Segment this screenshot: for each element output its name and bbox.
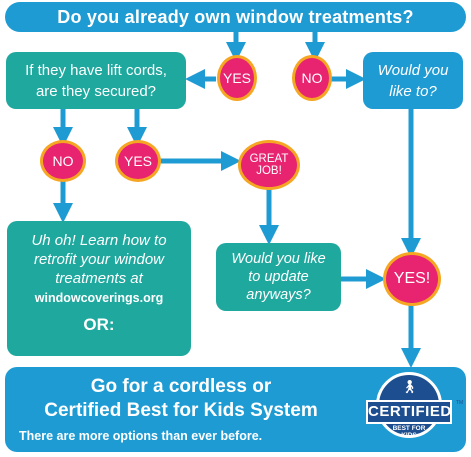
- lift-no-pill: NO: [40, 140, 86, 182]
- top-yes-pill: YES: [217, 55, 257, 101]
- badge-sub-line-2: KIDS: [401, 432, 417, 439]
- final-yes-label: YES!: [393, 269, 431, 287]
- lift-yes-label: YES: [123, 152, 152, 169]
- uh-oh-line-1: Uh oh! Learn how to: [31, 232, 167, 249]
- update-anyways-box: Would you like to update anyways?: [216, 243, 341, 311]
- uh-oh-line-3: treatments at: [55, 270, 143, 287]
- great-job-pill: GREAT JOB!: [238, 140, 300, 190]
- certified-badge: 🚶︎ CERTIFIED BEST FOR KIDS: [366, 372, 452, 452]
- would-you-like-box: Would you like to?: [363, 52, 463, 109]
- family-icon: 🚶︎: [401, 379, 418, 394]
- uh-oh-message: Uh oh! Learn how to retrofit your window…: [31, 231, 166, 288]
- certified-label: CERTIFIED: [366, 400, 452, 424]
- top-yes-label: YES: [222, 69, 251, 86]
- trademark-mark: TM: [456, 400, 464, 406]
- cordless-callout: Go for a cordless or Certified Best for …: [5, 367, 466, 452]
- question-text: Do you already own window treatments?: [57, 6, 414, 27]
- top-no-label: NO: [301, 69, 323, 86]
- lift-cords-box: If they have lift cords, are they secure…: [6, 52, 186, 109]
- great-job-line-1: GREAT: [249, 152, 289, 165]
- would-like-line-2: like to?: [389, 82, 437, 100]
- lift-yes-pill: YES: [115, 140, 161, 182]
- website-link[interactable]: windowcoverings.org: [34, 291, 164, 305]
- lift-cords-line-1: If they have lift cords,: [25, 61, 167, 79]
- lift-no-label: NO: [52, 152, 74, 169]
- final-yes-pill: YES!: [383, 252, 441, 306]
- uh-oh-line-2: retrofit your window: [33, 251, 165, 268]
- callout-heading-line-2: Certified Best for Kids System: [44, 400, 318, 421]
- callout-heading-line-1: Go for a cordless or: [90, 376, 272, 397]
- top-no-pill: NO: [292, 55, 332, 101]
- callout-heading: Go for a cordless or Certified Best for …: [5, 375, 357, 423]
- best-for-kids-label: BEST FOR KIDS: [366, 425, 452, 439]
- callout-subtext: There are more options than ever before.: [19, 429, 263, 443]
- would-like-line-1: Would you: [377, 61, 449, 79]
- great-job-line-2: JOB!: [256, 165, 282, 177]
- update-line-1: Would you like: [231, 251, 326, 267]
- or-label: OR:: [83, 315, 115, 334]
- update-line-2: to update: [248, 269, 309, 285]
- lift-cords-line-2: are they secured?: [35, 82, 157, 100]
- uh-oh-box: Uh oh! Learn how to retrofit your window…: [7, 221, 191, 356]
- badge-sub-line-1: BEST FOR: [392, 425, 426, 432]
- question-banner: Do you already own window treatments?: [5, 2, 466, 32]
- update-line-3: anyways?: [246, 287, 311, 303]
